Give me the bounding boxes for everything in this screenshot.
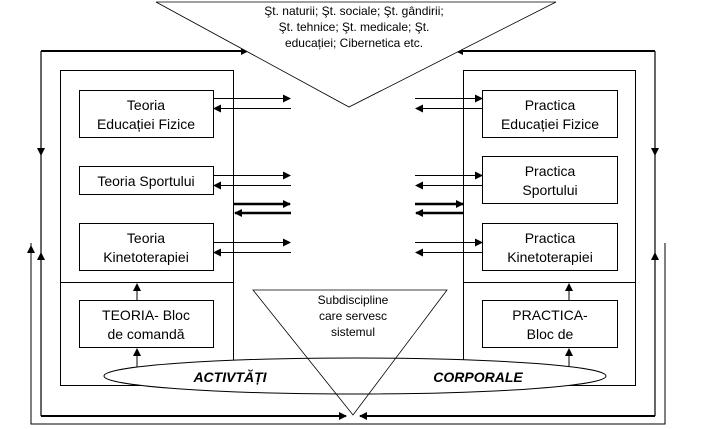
- box-label: Practica: [525, 97, 576, 113]
- subdisciplines-funnel: [252, 289, 448, 416]
- theory-connectors: [213, 94, 291, 257]
- box-theory-physical-education: Teoria Educației Fizice: [79, 90, 214, 138]
- box-label: Educației Fizice: [501, 116, 599, 132]
- box-theory-command-block: TEORIA- Bloc de comandă: [79, 300, 214, 348]
- command-up-arrows: [133, 283, 573, 367]
- sciences-line-3: educației; Cibernetica etc.: [285, 36, 423, 50]
- box-label: Teoria Sportului: [97, 173, 194, 189]
- box-practice-kinetotherapy: Practica Kinetoterapiei: [482, 223, 618, 271]
- subdisciplines-line-1: Subdiscipline: [318, 293, 389, 307]
- box-label: Kinetoterapiei: [103, 249, 189, 265]
- sciences-line-2: Şt. tehnice; Şt. medicale; Şt.: [279, 20, 430, 34]
- box-label: Kinetoterapiei: [507, 249, 593, 265]
- subdisciplines-line-2: care servesc: [319, 309, 387, 323]
- activities-label: ACTIVTĂȚI: [192, 369, 267, 385]
- outer-feedback-loop-left: [30, 243, 353, 425]
- box-label: Sportului: [522, 182, 577, 198]
- box-practice-physical-education: Practica Educației Fizice: [482, 90, 618, 138]
- sciences-line-1: Şt. naturii; Şt. sociale; Şt. gândirii;: [264, 4, 443, 18]
- box-practice-command-block: PRACTICA- Bloc de: [482, 300, 618, 348]
- box-label: Practica: [525, 163, 576, 179]
- box-label: de comandă: [107, 326, 184, 342]
- box-label: Teoria: [127, 230, 165, 246]
- box-label: Bloc de: [527, 326, 574, 342]
- sciences-funnel: [155, 1, 557, 108]
- box-theory-kinetotherapy: Teoria Kinetoterapiei: [79, 223, 214, 271]
- box-label: Educației Fizice: [97, 116, 195, 132]
- box-label: Teoria: [127, 97, 165, 113]
- box-label: TEORIA- Bloc: [102, 307, 190, 323]
- box-theory-sport: Teoria Sportului: [79, 166, 214, 195]
- outer-feedback-loop-right: [353, 243, 666, 425]
- box-practice-sport: Practica Sportului: [482, 156, 618, 204]
- corporal-label: CORPORALE: [433, 369, 523, 385]
- box-label: Practica: [525, 230, 576, 246]
- box-label: PRACTICA-: [512, 307, 588, 323]
- practice-connectors: [415, 94, 483, 257]
- activities-ellipse: [103, 357, 607, 395]
- subdisciplines-line-3: sistemul: [331, 325, 375, 339]
